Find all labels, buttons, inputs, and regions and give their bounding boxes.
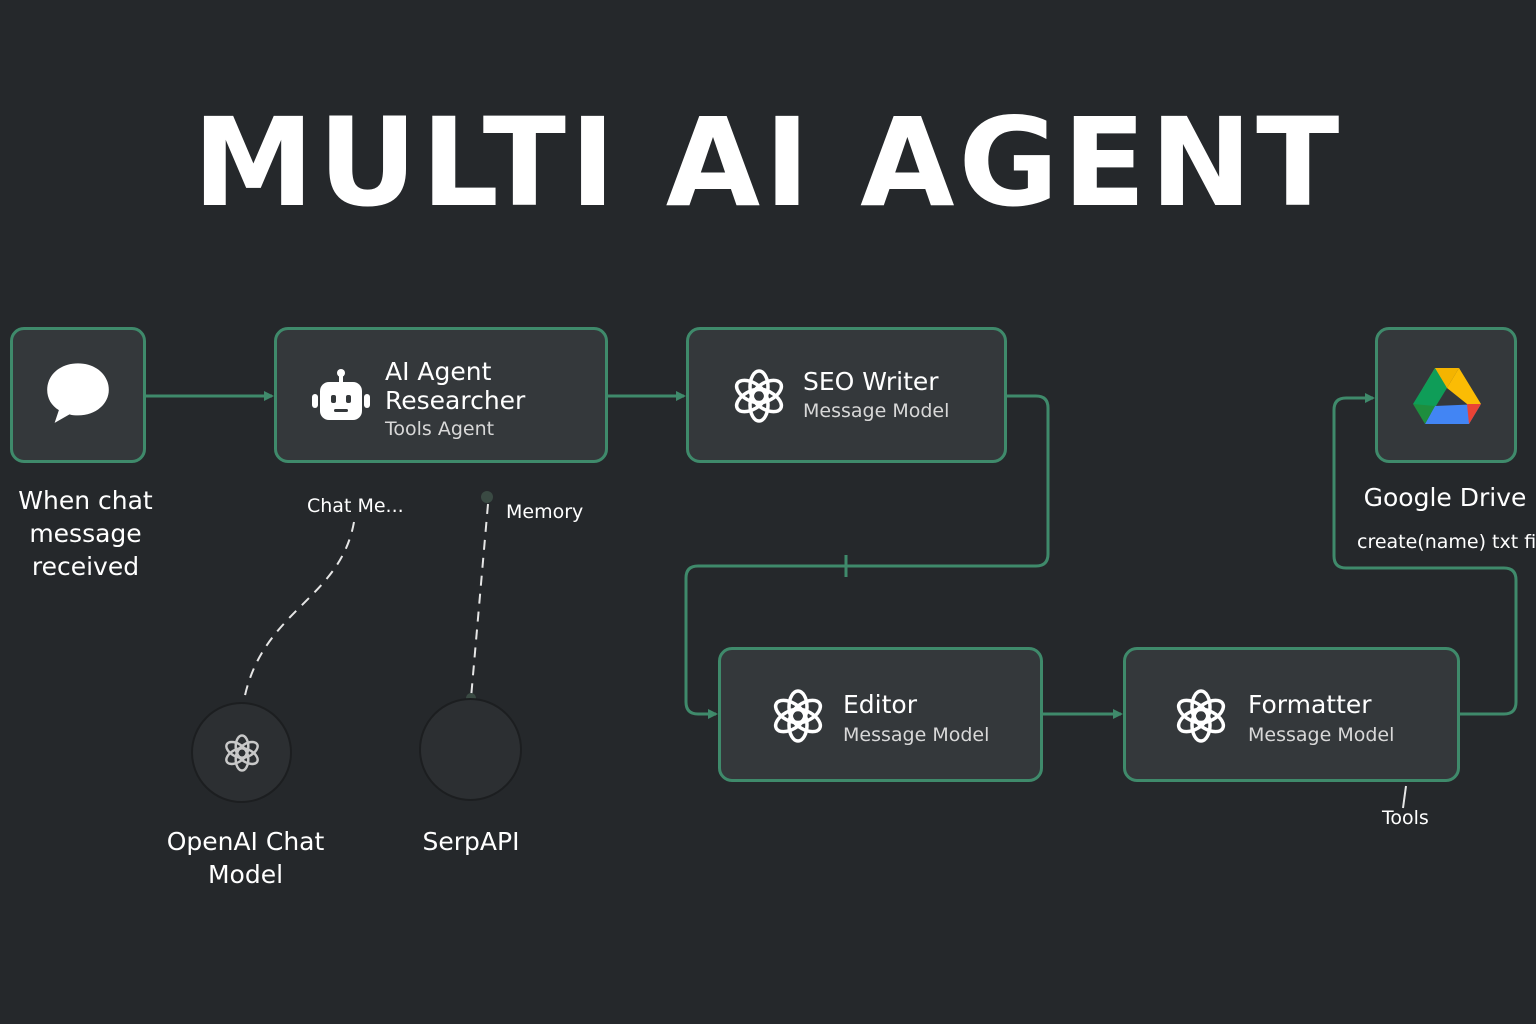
tools-connector-tick <box>1402 785 1407 809</box>
memory-connector-label: Memory <box>506 501 584 523</box>
editor-title: Editor <box>843 690 917 719</box>
node-serpapi[interactable] <box>419 698 522 801</box>
chat-model-connector-label: Chat Me... <box>307 495 404 517</box>
tools-connector-label: Tools <box>1382 807 1429 829</box>
openai-icon <box>734 369 784 423</box>
wire-formatter-to-drive <box>1332 393 1518 716</box>
page-title: MULTI AI AGENT <box>192 92 1344 234</box>
serpapi-caption: SerpAPI <box>422 827 520 856</box>
google-drive-title: Google Drive <box>1363 483 1527 512</box>
openai-icon <box>225 734 259 772</box>
trigger-caption: When chat message received <box>18 486 153 581</box>
robot-icon <box>312 369 370 420</box>
node-formatter[interactable]: Formatter Message Model <box>1123 647 1460 782</box>
google-drive-subtitle: create(name) txt file <box>1357 531 1536 553</box>
google-drive-icon <box>1413 368 1481 424</box>
seo-writer-title: SEO Writer <box>803 367 939 396</box>
wire-seo-to-editor <box>684 394 1050 719</box>
openai-chat-model-caption: OpenAI Chat Model <box>166 827 325 889</box>
editor-subtitle: Message Model <box>843 724 990 746</box>
formatter-title: Formatter <box>1248 690 1372 719</box>
openai-icon <box>1176 689 1226 743</box>
chat-bubble-icon <box>47 363 109 423</box>
openai-icon <box>773 689 823 743</box>
wire-memory-dashed <box>470 503 489 699</box>
wire-chat-model-dashed <box>243 521 355 701</box>
formatter-subtitle: Message Model <box>1248 724 1395 746</box>
node-editor[interactable]: Editor Message Model <box>718 647 1043 782</box>
node-ai-agent-researcher[interactable]: AI Agent Researcher Tools Agent <box>274 327 608 463</box>
node-google-drive[interactable] <box>1375 327 1517 463</box>
node-openai-chat-model[interactable] <box>191 702 292 803</box>
researcher-subtitle: Tools Agent <box>385 418 495 440</box>
seo-writer-subtitle: Message Model <box>803 400 950 422</box>
researcher-title: AI Agent Researcher <box>385 357 526 415</box>
memory-connector-dot <box>481 491 493 503</box>
node-chat-trigger[interactable] <box>10 327 146 463</box>
node-seo-writer[interactable]: SEO Writer Message Model <box>686 327 1007 463</box>
